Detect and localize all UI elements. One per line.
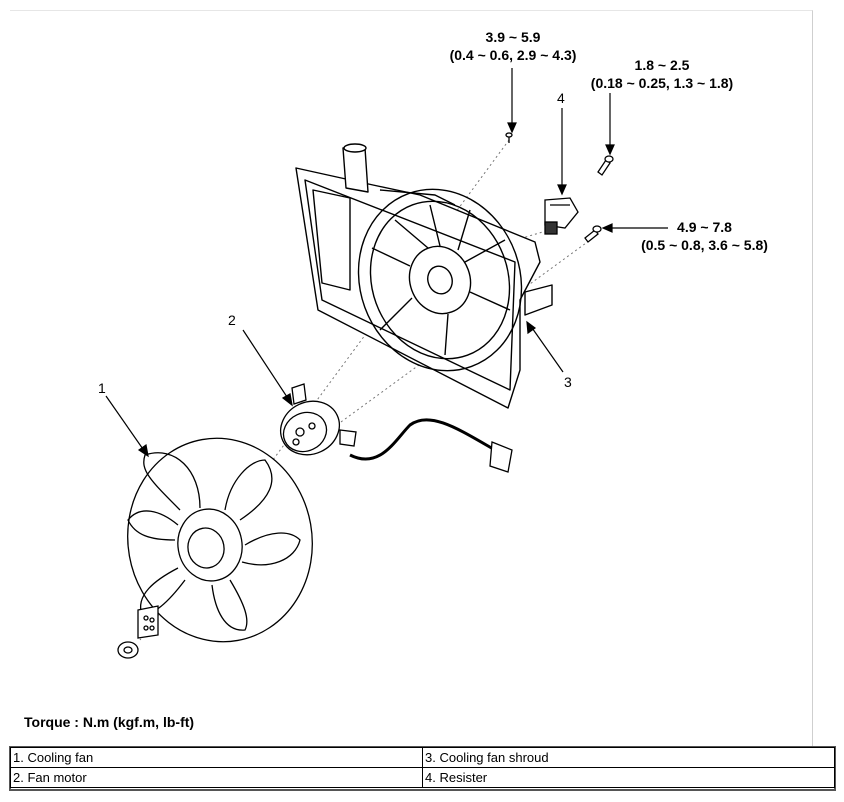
fan-motor: [280, 383, 513, 473]
legend-item: 3. Cooling fan shroud: [422, 747, 835, 768]
fan-nut: [117, 641, 139, 659]
torque-range: 3.9 ~ 5.9: [485, 29, 541, 45]
legend-item: 2. Fan motor: [10, 767, 423, 788]
torque-range: 1.8 ~ 2.5: [634, 57, 690, 73]
torque-spec-shroud-top: 3.9 ~ 5.9 (0.4 ~ 0.6, 2.9 ~ 4.3): [428, 28, 598, 64]
leader-lines: [105, 68, 668, 458]
torque-detail: (0.18 ~ 0.25, 1.3 ~ 1.8): [590, 75, 734, 91]
callout-number-3: 3: [564, 374, 572, 390]
cooling-fan-shroud: [295, 143, 553, 409]
torque-unit-caption: Torque : N.m (kgf.m, lb-ft): [24, 714, 195, 730]
legend-item: 4. Resister: [422, 767, 835, 788]
bolt-shroud-top: [505, 132, 513, 143]
fan-clip: [137, 605, 159, 639]
callout-number-4: 4: [557, 90, 565, 106]
exploded-view-diagram: [105, 68, 668, 659]
diagram-frame: [10, 10, 813, 746]
bolt-resister: [597, 155, 614, 176]
legend-row: 2. Fan motor 4. Resister: [10, 767, 835, 788]
torque-spec-shroud-side: 4.9 ~ 7.8 (0.5 ~ 0.8, 3.6 ~ 5.8): [632, 218, 777, 254]
callout-number-1: 1: [98, 380, 106, 396]
legend-item: 1. Cooling fan: [10, 747, 423, 768]
resister-part: [544, 197, 579, 235]
callout-number-2: 2: [228, 312, 236, 328]
bolt-shroud-side: [584, 225, 602, 243]
torque-range: 4.9 ~ 7.8: [677, 219, 732, 235]
parts-legend-table: 1. Cooling fan 3. Cooling fan shroud 2. …: [10, 747, 835, 788]
cooling-fan: [127, 437, 313, 643]
torque-spec-resister-bolt: 1.8 ~ 2.5 (0.18 ~ 0.25, 1.3 ~ 1.8): [582, 56, 742, 92]
legend-row: 1. Cooling fan 3. Cooling fan shroud: [10, 747, 835, 768]
torque-detail: (0.4 ~ 0.6, 2.9 ~ 4.3): [449, 47, 577, 63]
torque-detail: (0.5 ~ 0.8, 3.6 ~ 5.8): [641, 237, 768, 253]
